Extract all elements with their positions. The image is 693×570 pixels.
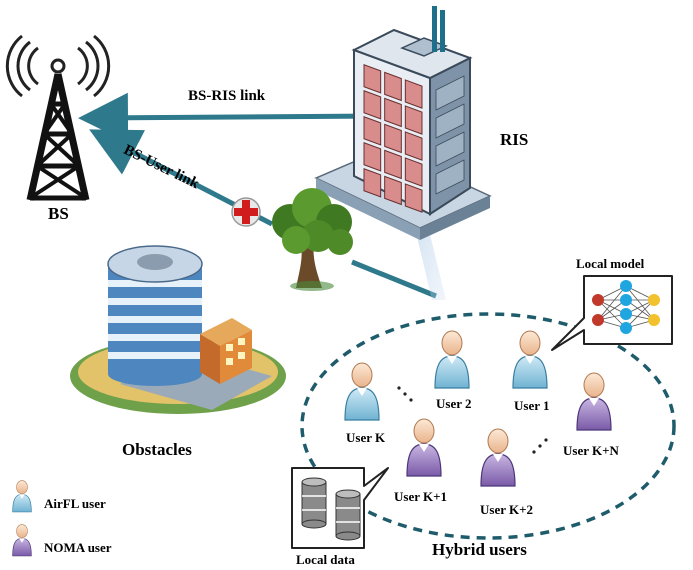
user-k-label: User K <box>346 430 386 445</box>
ris-element <box>404 157 423 187</box>
ris-element <box>363 90 382 120</box>
local-data-label: Local data <box>296 552 355 567</box>
user-kn-label: User K+N <box>563 443 619 458</box>
ris-element <box>384 149 402 180</box>
tree-icon <box>272 188 353 291</box>
local-data-callout <box>291 467 389 549</box>
ris-element <box>363 142 382 172</box>
local-model-label: Local model <box>576 256 645 271</box>
user-1-label: User 1 <box>514 398 550 413</box>
ris-element <box>384 175 402 206</box>
ris-element <box>384 97 402 128</box>
hybrid-users-region <box>300 312 676 540</box>
user-kn-icon <box>576 372 612 431</box>
ris-element <box>404 131 423 161</box>
neural-network-icon <box>592 280 660 334</box>
user-k-icon <box>344 362 380 421</box>
user-k1-label: User K+1 <box>394 489 448 504</box>
legend-noma-label: NOMA user <box>44 540 112 555</box>
blocked-link-icon <box>231 197 261 227</box>
obstacles-label: Obstacles <box>122 440 192 459</box>
bs-ris-link-label: BS-RIS link <box>188 88 266 104</box>
ellipsis-dots <box>397 386 548 454</box>
user-1-icon <box>512 330 548 389</box>
ris-element <box>384 71 402 102</box>
local-model-callout <box>551 275 673 351</box>
user-2-icon <box>434 330 470 389</box>
ris-element <box>384 123 402 154</box>
ris-element <box>363 64 382 94</box>
bs-ris-link-arrow <box>78 92 391 143</box>
ris-building-icon <box>314 6 492 240</box>
hybrid-users-label: Hybrid users <box>432 540 527 559</box>
ris-element-grid <box>363 64 423 213</box>
legend-airfl-label: AirFL user <box>44 496 106 511</box>
bs-tower-icon <box>5 34 111 201</box>
ris-element <box>404 105 423 135</box>
ris-element <box>363 116 382 146</box>
user-k1-icon <box>406 418 442 477</box>
noma-user-legend-icon <box>12 524 32 557</box>
ris-element <box>404 183 423 213</box>
database-icon <box>301 477 361 541</box>
airfl-user-legend-icon <box>12 480 32 513</box>
user-k2-label: User K+2 <box>480 502 534 517</box>
obstacle-building-icon <box>70 245 286 414</box>
user-2-label: User 2 <box>436 396 472 411</box>
ris-element <box>404 79 423 109</box>
bs-label: BS <box>48 204 69 223</box>
user-k2-icon <box>480 428 516 487</box>
ris-label: RIS <box>500 130 529 149</box>
ris-element <box>363 168 382 198</box>
